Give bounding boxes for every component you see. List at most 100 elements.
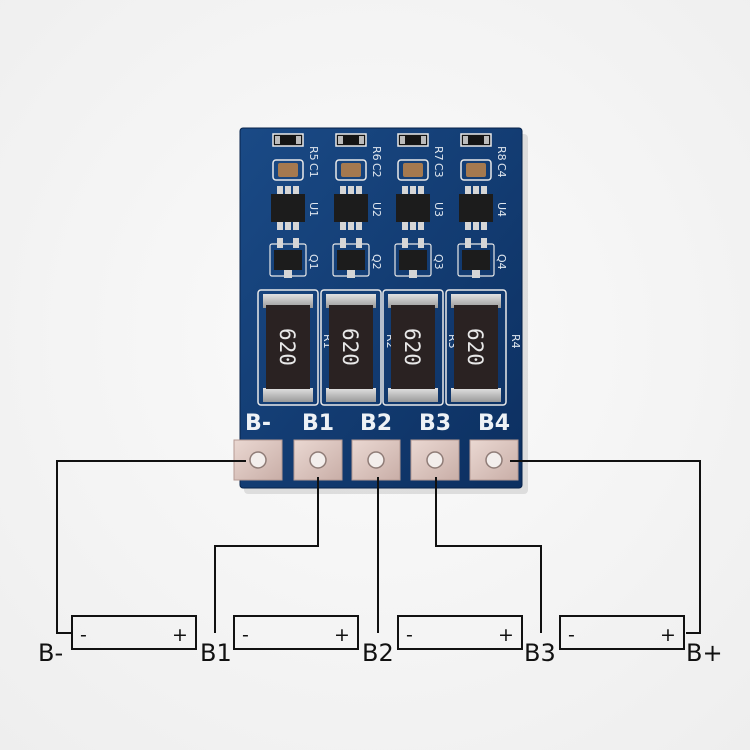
ic-pin: [348, 222, 354, 230]
cell-plus-sign: +: [334, 624, 350, 646]
cell-minus-sign: -: [406, 624, 413, 646]
cell-plus-sign: +: [172, 624, 188, 646]
ic-pin: [410, 186, 416, 194]
ic-pin: [293, 186, 299, 194]
ic-ref-label: U4: [495, 202, 508, 217]
resistor-cap: [338, 136, 343, 144]
capacitor-ref-label: C2: [370, 163, 383, 178]
battery-cell-3: -+: [397, 615, 523, 650]
resistor-endcap: [388, 294, 438, 308]
ic-chip: [271, 194, 305, 222]
ic-pin: [481, 186, 487, 194]
mosfet-pin: [284, 270, 292, 278]
resistor-outline: [320, 289, 382, 406]
ic-pin: [340, 222, 346, 230]
wire: [435, 477, 542, 633]
resistor-cap: [296, 136, 301, 144]
mosfet-pin: [418, 238, 424, 248]
capacitor: [403, 163, 423, 177]
resistor-endcap: [388, 388, 438, 402]
balance-resistor: [266, 305, 310, 389]
mosfet-pin: [409, 270, 417, 278]
resistor-cap: [275, 136, 280, 144]
pad-label: B4: [478, 411, 510, 436]
solder-pad-4: B3: [410, 411, 460, 481]
wiring-diagram: [56, 460, 701, 634]
cell-plus-sign: +: [660, 624, 676, 646]
mosfet-pin: [465, 238, 471, 248]
capacitor: [341, 163, 361, 177]
ic-pin: [402, 222, 408, 230]
resistor-marking: 620: [275, 328, 299, 366]
ic-pin: [340, 186, 346, 194]
mosfet-ref-label: Q2: [370, 254, 383, 270]
capacitor: [466, 163, 486, 177]
resistor-endcap: [451, 388, 501, 402]
mosfet-ref-label: Q3: [432, 254, 445, 270]
ic-pin: [402, 186, 408, 194]
pad-label: B3: [419, 411, 451, 436]
ic-pin: [356, 186, 362, 194]
ic-pin: [418, 186, 424, 194]
capacitor-outline: [460, 159, 492, 181]
resistor-ref-label: R4: [509, 334, 522, 349]
resistor-endcap: [263, 294, 313, 308]
ic-pin: [277, 186, 283, 194]
battery-cell-2: -+: [233, 615, 359, 650]
resistor-endcap: [326, 388, 376, 402]
smd-resistor: [397, 133, 429, 147]
ic-pin: [473, 186, 479, 194]
resistor-marking: 620: [338, 328, 362, 366]
cell-minus-sign: -: [242, 624, 249, 646]
resistor-marking: 620: [463, 328, 487, 366]
ic-pin: [410, 222, 416, 230]
resistor-endcap: [263, 388, 313, 402]
ic-pin: [277, 222, 283, 230]
smd-resistor: [335, 133, 367, 147]
ic-pin: [418, 222, 424, 230]
mosfet-pin: [340, 238, 346, 248]
mosfet-pin: [356, 238, 362, 248]
ic-pin: [348, 186, 354, 194]
resistor-outline: [445, 289, 507, 406]
ic-pin: [285, 222, 291, 230]
smd-resistor: [460, 133, 492, 147]
pad-hole: [249, 451, 267, 469]
pad-hole: [426, 451, 444, 469]
resistor-cap: [421, 136, 426, 144]
resistor-ref-label: R5: [307, 146, 320, 161]
ic-ref-label: U1: [307, 202, 320, 217]
wire: [510, 460, 701, 634]
ic-pin: [473, 222, 479, 230]
ic-chip: [396, 194, 430, 222]
resistor-cap: [463, 136, 468, 144]
capacitor: [278, 163, 298, 177]
ic-pin: [481, 222, 487, 230]
pad-hole: [309, 451, 327, 469]
resistor-endcap: [451, 294, 501, 308]
cell-plus-sign: +: [498, 624, 514, 646]
resistor-outline: [382, 289, 444, 406]
mosfet-pin: [347, 270, 355, 278]
mosfet-pin: [277, 238, 283, 248]
ic-pin: [285, 186, 291, 194]
wire: [56, 460, 246, 634]
pad-label: B-: [245, 411, 271, 436]
resistor-cap: [400, 136, 405, 144]
resistor-outline: [257, 289, 319, 406]
ic-chip: [459, 194, 493, 222]
wire-label-5: B+: [686, 639, 723, 667]
balance-resistor: [391, 305, 435, 389]
cell-body: [71, 615, 197, 650]
capacitor-outline: [335, 159, 367, 181]
wire-label-1: B-: [38, 639, 63, 667]
capacitor-outline: [397, 159, 429, 181]
wire-label-4: B3: [524, 639, 556, 667]
wire: [214, 477, 319, 633]
mosfet: [337, 250, 365, 270]
cell-body: [233, 615, 359, 650]
resistor-endcap: [326, 294, 376, 308]
ic-ref-label: U3: [432, 202, 445, 217]
